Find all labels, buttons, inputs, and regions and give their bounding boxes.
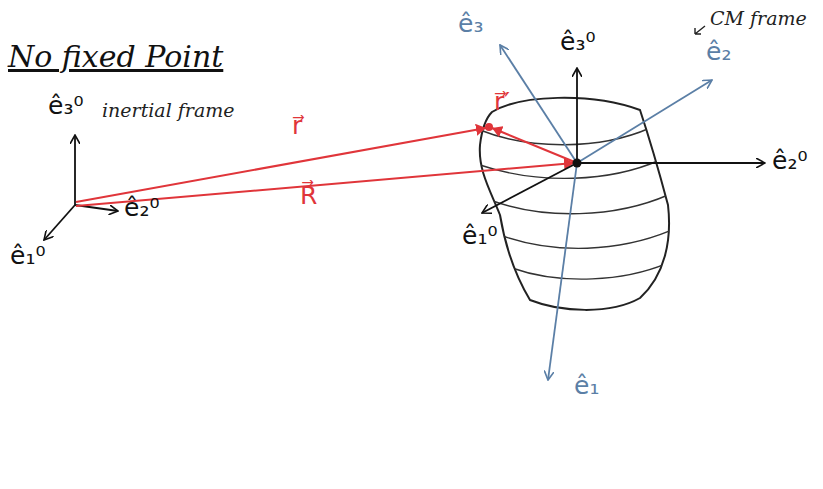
vector-label: R⃗ — [300, 182, 317, 211]
axis-label: ê₁⁰ — [462, 222, 497, 251]
vector-label: r⃗′ — [494, 88, 510, 117]
vector-label: r⃗ — [292, 112, 302, 141]
axis-label: ê₃⁰ — [560, 28, 595, 57]
axis-label: ê₂ — [706, 38, 731, 67]
diagram-title: No fixed Point — [8, 40, 223, 75]
axis-label: ê₃ — [458, 10, 483, 39]
axis-label: ê₃⁰ — [48, 92, 83, 121]
frame-label: CM frame — [710, 8, 807, 30]
axis-label: ê₁⁰ — [10, 242, 45, 271]
axis-label: ê₂⁰ — [772, 147, 807, 176]
frame-label: inertial frame — [102, 100, 235, 122]
axis-label: ê₂⁰ — [124, 194, 159, 223]
axis-label: ê₁ — [574, 372, 599, 401]
